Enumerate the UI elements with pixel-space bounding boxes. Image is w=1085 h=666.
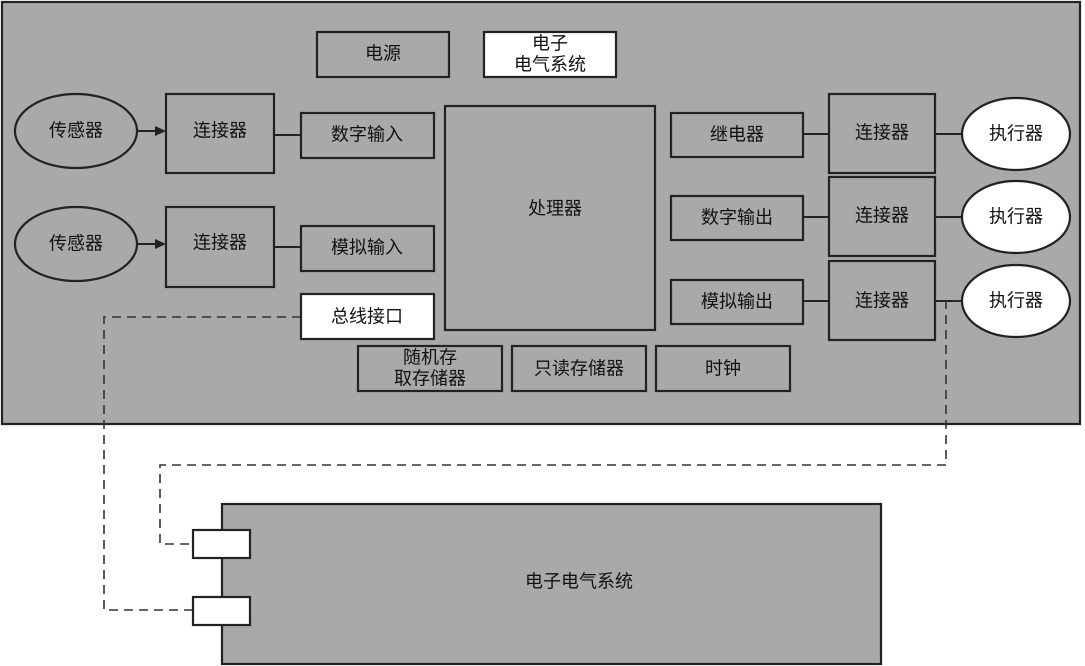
sensor-2-label: 传感器 [49,234,103,255]
relay-box [669,111,805,159]
analog-output-label: 模拟输出 [701,292,773,313]
sensor-1 [13,92,139,170]
power-label: 电源 [365,44,401,65]
ram-box [356,344,504,393]
rom-box [510,344,648,393]
connector-out-1 [827,92,937,175]
processor-box [443,104,657,332]
dashed-actuator-line [159,300,962,545]
connector-in-1 [164,92,276,175]
sensor-2 [13,205,139,283]
ees-top-label-1: 电子 [532,34,568,55]
relay-label: 继电器 [710,125,764,146]
analog-output-box [669,278,805,326]
arrowhead-sensor2 [155,239,166,249]
ees-bottom-label: 电子电气系统 [525,572,633,593]
bus-interface-box [299,292,436,341]
clock-box [654,344,792,393]
analog-input-box [299,224,436,273]
actuator-2 [960,179,1072,255]
bus-interface-label: 总线接口 [331,307,403,328]
rom-label: 只读存储器 [534,359,624,380]
ees-top-label-2: 电气系统 [514,55,586,76]
connector-out-3 [827,259,937,342]
connector-in-2-label: 连接器 [193,233,247,254]
connector-out-1-label: 连接器 [855,123,909,144]
connector-out-2-label: 连接器 [855,206,909,227]
processor-label: 处理器 [528,199,582,220]
sensor-1-label: 传感器 [49,121,103,142]
actuator-1-label: 执行器 [989,124,1043,145]
connector-out-3-label: 连接器 [855,291,909,312]
digital-output-box [669,194,805,242]
digital-input-box [299,111,436,160]
ram-label-1: 随机存 [403,348,457,369]
actuator-3 [960,263,1072,339]
actuator-2-label: 执行器 [989,207,1043,228]
clock-label: 时钟 [705,359,741,380]
arrowhead-sensor1 [155,126,166,136]
analog-input-label: 模拟输入 [331,238,403,259]
ees-top-box [482,30,618,79]
digital-input-label: 数字输入 [331,125,403,146]
ram-label-2: 取存储器 [394,369,466,390]
ees-port-2 [191,595,252,627]
connector-out-2 [827,175,937,258]
actuator-3-label: 执行器 [989,291,1043,312]
connector-in-2 [164,205,276,289]
dashed-bus-line [103,316,301,611]
actuator-1 [960,96,1072,172]
ees-bottom-box [220,502,883,666]
connector-in-1-label: 连接器 [193,121,247,142]
digital-output-label: 数字输出 [701,208,773,229]
ees-port-1 [191,528,252,560]
power-box [315,30,451,79]
